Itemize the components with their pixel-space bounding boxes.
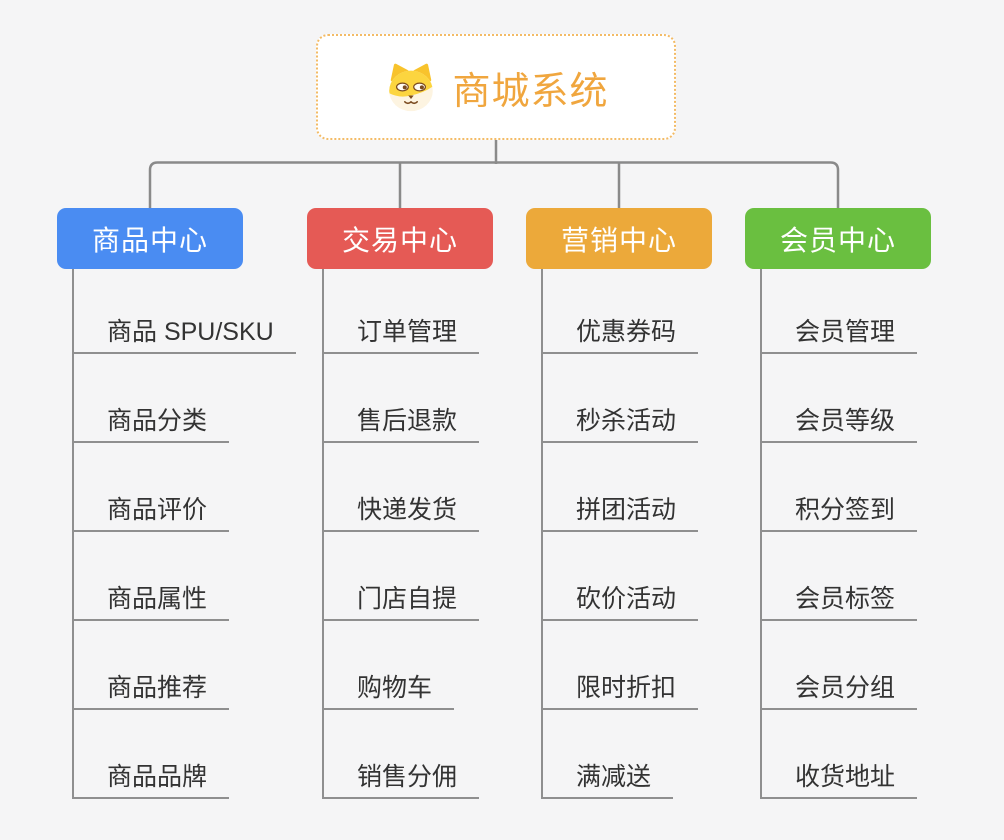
node-item[interactable]: 售后退款 [324,354,480,443]
product-center-items: 商品 SPU/SKU 商品分类 商品评价 商品属性 商品推荐 商品品牌 [72,269,296,799]
node-item[interactable]: 收货地址 [762,710,918,799]
node-item[interactable]: 会员管理 [762,269,918,354]
branch-member-center[interactable]: 会员中心 [745,208,931,269]
node-item[interactable]: 销售分佣 [324,710,480,799]
node-item[interactable]: 秒杀活动 [543,354,699,443]
node-item[interactable]: 会员等级 [762,354,918,443]
node-item[interactable]: 商品 SPU/SKU [74,269,296,354]
node-item[interactable]: 商品属性 [74,532,230,621]
node-item[interactable]: 积分签到 [762,443,918,532]
node-item[interactable]: 购物车 [324,621,455,710]
dog-face-icon [383,61,439,113]
root-node[interactable]: 商城系统 [316,34,676,140]
branch-marketing-center[interactable]: 营销中心 [526,208,712,269]
node-item[interactable]: 会员分组 [762,621,918,710]
node-item[interactable]: 快递发货 [324,443,480,532]
node-item[interactable]: 商品推荐 [74,621,230,710]
marketing-center-items: 优惠券码 秒杀活动 拼团活动 砍价活动 限时折扣 满减送 [541,269,699,799]
branch-bus-line [148,161,840,208]
node-item[interactable]: 会员标签 [762,532,918,621]
trade-center-items: 订单管理 售后退款 快递发货 门店自提 购物车 销售分佣 [322,269,480,799]
node-item[interactable]: 商品品牌 [74,710,230,799]
node-item[interactable]: 门店自提 [324,532,480,621]
node-item[interactable]: 限时折扣 [543,621,699,710]
member-center-items: 会员管理 会员等级 积分签到 会员标签 会员分组 收货地址 [760,269,918,799]
node-item[interactable]: 商品评价 [74,443,230,532]
root-title: 商城系统 [452,70,609,113]
node-item[interactable]: 拼团活动 [543,443,699,532]
branch-product-center[interactable]: 商品中心 [57,208,243,269]
node-item[interactable]: 砍价活动 [543,532,699,621]
node-item[interactable]: 优惠券码 [543,269,699,354]
node-item[interactable]: 满减送 [543,710,674,799]
branch-trade-center[interactable]: 交易中心 [307,208,493,269]
node-item[interactable]: 订单管理 [324,269,480,354]
node-item[interactable]: 商品分类 [74,354,230,443]
